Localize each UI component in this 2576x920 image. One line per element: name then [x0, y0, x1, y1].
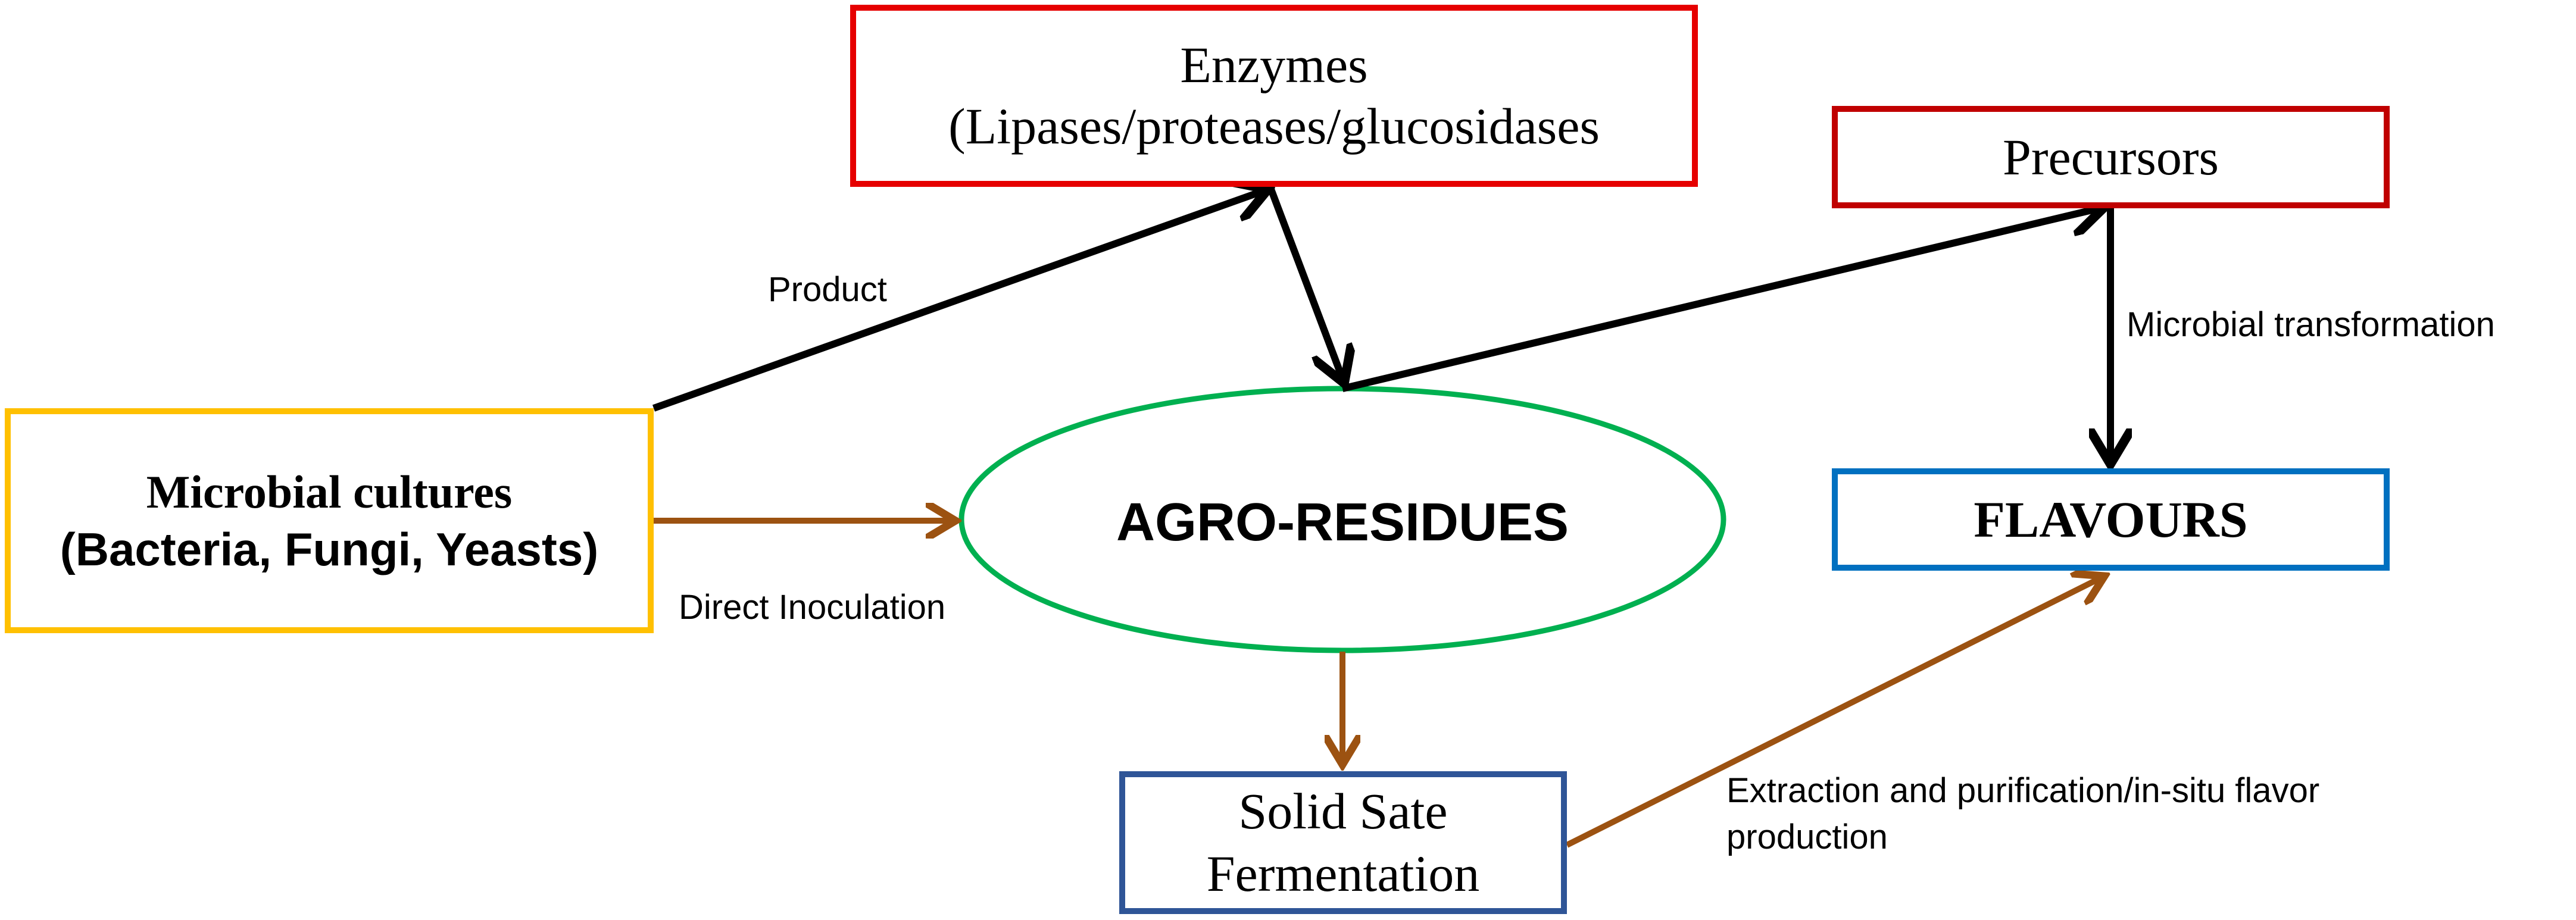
microbial-cultures-title: Microbial cultures [146, 465, 513, 518]
extraction-label: Extraction and purification/in-situ flav… [1726, 768, 2319, 861]
product-arrow [652, 189, 1268, 412]
microbial-cultures-box: Microbial cultures (Bacteria, Fungi, Yea… [5, 408, 654, 633]
extraction-arrow [1565, 576, 2104, 848]
flavours-label: FLAVOURS [1974, 491, 2248, 548]
microbial-cultures-subtitle: (Bacteria, Fungi, Yeasts) [60, 523, 599, 575]
precursors-label: Precursors [2002, 129, 2219, 186]
solid-state-fermentation-box: Solid Sate Fermentation [1119, 771, 1567, 914]
enzymes-box: Enzymes (Lipases/proteases/glucosidases [850, 5, 1698, 187]
agro-residues-text: AGRO-RESIDUES [1116, 492, 1569, 552]
precursors-box: Precursors [1832, 106, 2390, 208]
enzymes-to-agro-arrow [1267, 187, 1344, 383]
product-label: Product [768, 270, 887, 309]
agro-to-precursors-arrow [1341, 207, 2104, 392]
enzymes-title: Enzymes [1180, 36, 1368, 93]
enzymes-subtitle: (Lipases/proteases/glucosidases [948, 98, 1600, 155]
direct-inoculation-label: Direct Inoculation [679, 588, 946, 627]
agro-residues-label: AGRO-RESIDUES [961, 392, 1723, 653]
flavours-box: FLAVOURS [1832, 468, 2390, 571]
microbial-transformation-label: Microbial transformation [2127, 305, 2495, 344]
ssf-line2: Fermentation [1206, 845, 1480, 902]
ssf-line1: Solid Sate [1238, 783, 1448, 840]
extraction-label-line1: Extraction and purification/in-situ flav… [1726, 771, 2320, 810]
extraction-label-line2: production [1726, 818, 1888, 857]
